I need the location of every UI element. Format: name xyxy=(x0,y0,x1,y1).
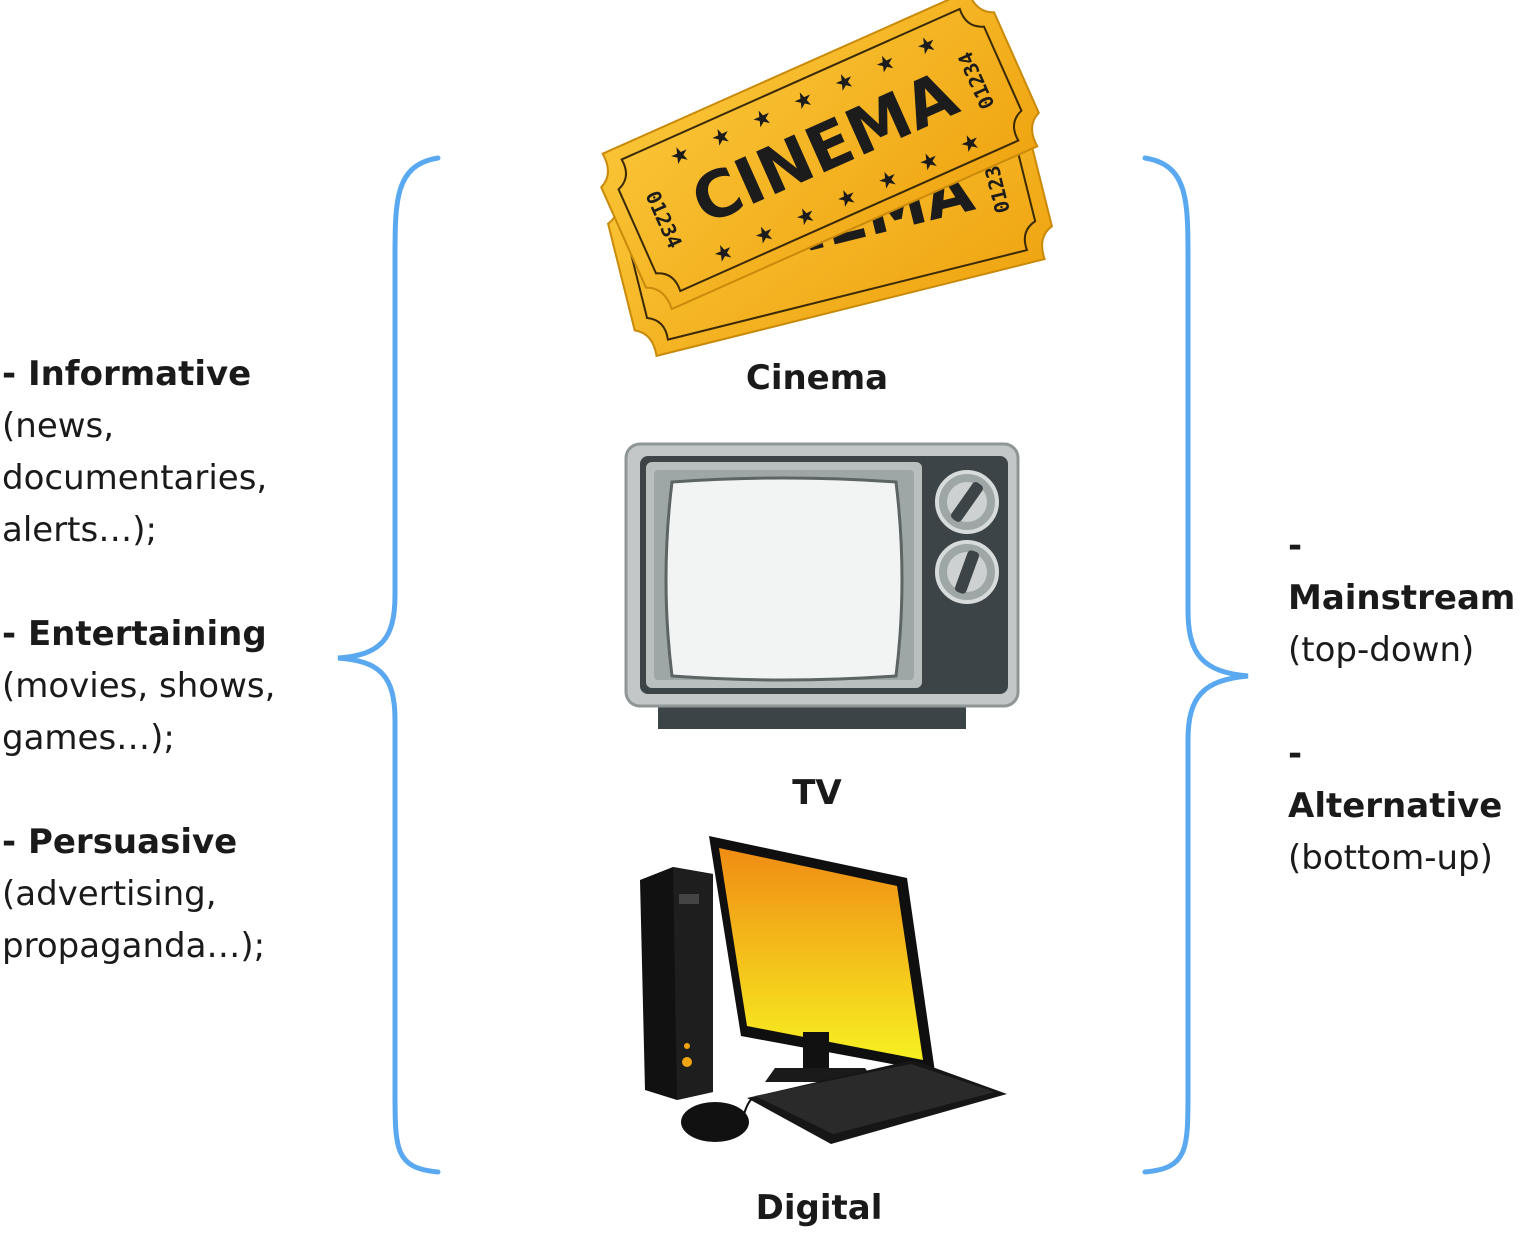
media-label-cinema: Cinema xyxy=(745,358,889,398)
media-label-digital: Digital xyxy=(755,1188,883,1228)
desktop-computer-icon xyxy=(640,836,1007,1144)
tv-knob-top-icon xyxy=(935,470,999,534)
cinema-tickets-icon: CINEMA 01234 ★★★ ★★★★ ★★★ ★★★★ CINEMA 01… xyxy=(600,0,1054,358)
right-item-alternative: - Alternative (bottom-up) xyxy=(1288,734,1503,878)
right-item-mainstream: - Mainstream (top-down) xyxy=(1288,526,1516,670)
television-icon xyxy=(624,442,1020,729)
left-item-entertaining: - Entertaining (movies, shows, games…); xyxy=(2,614,276,758)
left-list: - Informative (news, documentaries, aler… xyxy=(2,348,322,972)
left-item-informative: - Informative (news, documentaries, aler… xyxy=(2,354,268,550)
media-label-tv: TV xyxy=(792,773,842,813)
right-list: - Mainstream (top-down) - Alternative (b… xyxy=(1288,520,1525,884)
tv-knob-bottom-icon xyxy=(935,540,999,604)
left-item-persuasive: - Persuasive (advertising, propaganda…); xyxy=(2,822,266,966)
